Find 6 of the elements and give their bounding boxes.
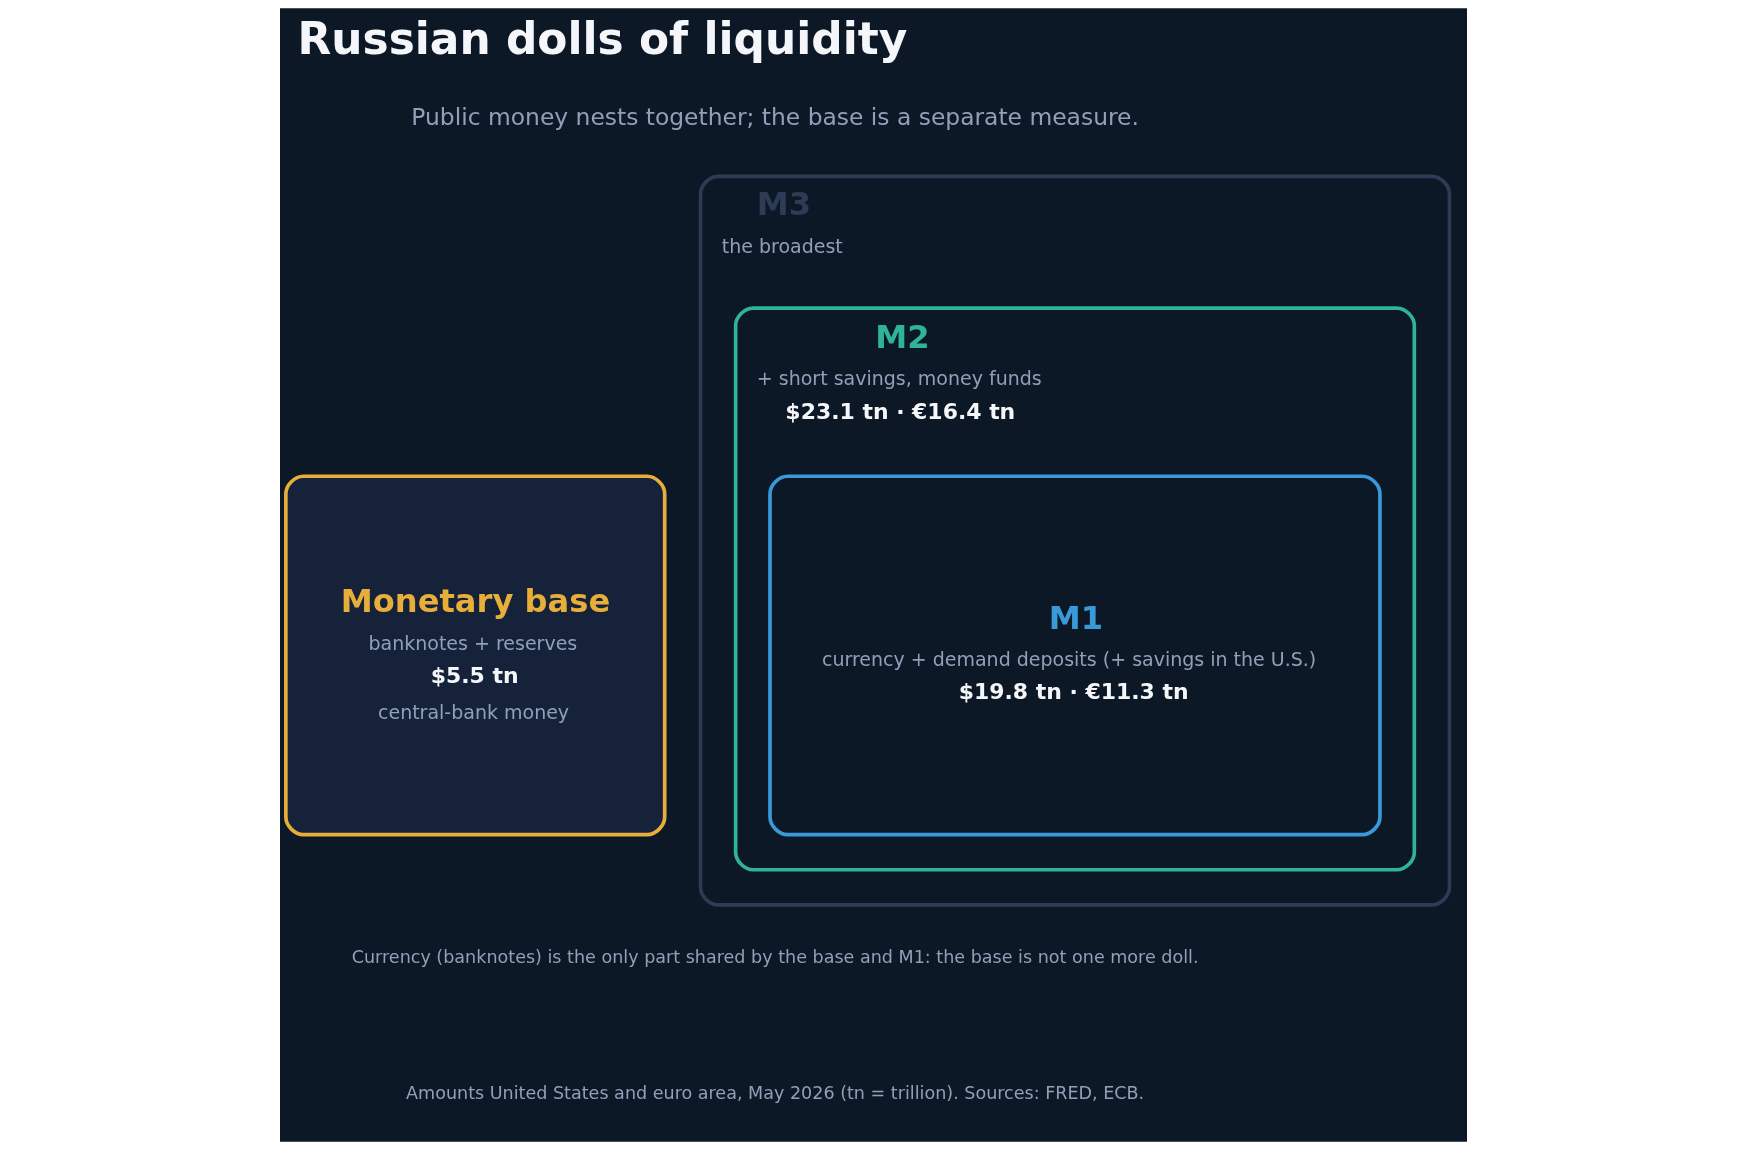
- node-box: Monetary base banknotes + reserves $5.5 tn central-bank money: [284, 474, 667, 837]
- diagram-title: Russian dolls of liquidity: [297, 12, 908, 64]
- label: Currency (banknotes) is the only part shared by the base and M1: the base is not one more doll.: [351, 946, 1199, 967]
- node-box: M1 currency + demand deposits (+ savings in the U.S.) $19.8 tn · €11.3 tn: [768, 474, 1382, 837]
- label: Public money nests together; the base is a separate measure.: [411, 102, 1139, 131]
- label: Amounts United States and euro area, May 2026 (tn = trillion). Sources: FRED, ECB.: [406, 1082, 1145, 1103]
